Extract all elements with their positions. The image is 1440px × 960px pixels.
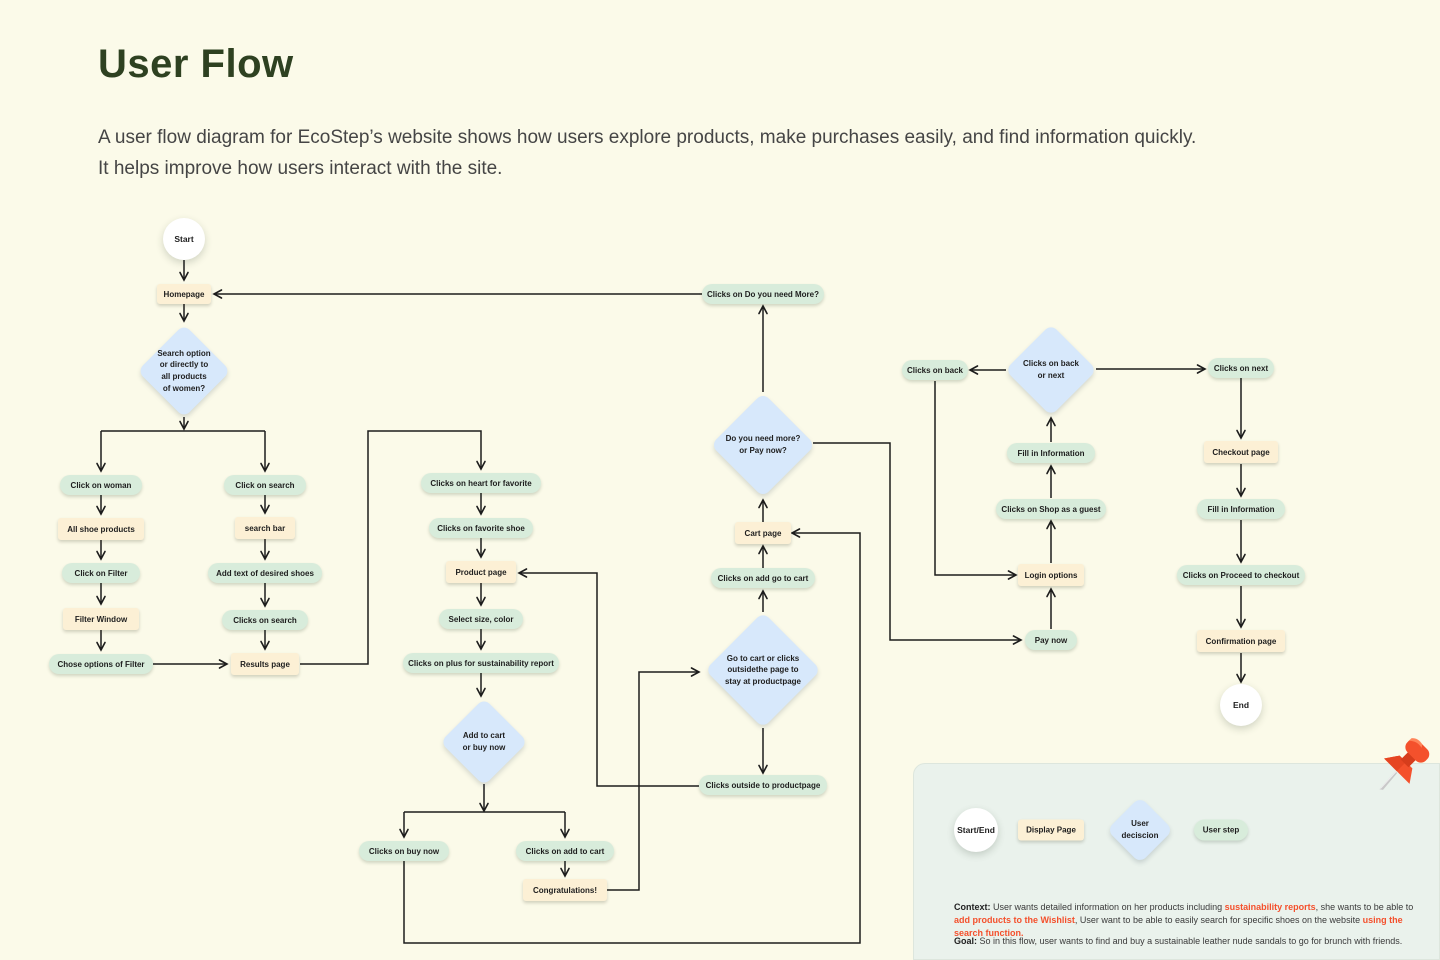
pushpin-icon <box>1379 737 1430 790</box>
note-text: Context: <box>954 902 991 912</box>
page-subtitle: A user flow diagram for EcoStep’s websit… <box>98 122 1196 184</box>
edge-congrats-to-gocart-decision <box>607 667 701 891</box>
edge-results-to-heart <box>300 430 486 665</box>
edge-outside-to-productpage <box>517 568 699 787</box>
edge-needmore-decision-to-paynow <box>813 442 1023 645</box>
highlighted-text: sustainability reports <box>1224 902 1316 912</box>
page-title: User Flow <box>98 42 294 86</box>
legend-panel <box>913 763 1440 960</box>
note-text: , User want to be able to easily search … <box>1074 915 1363 925</box>
goal-note: Goal: So in this flow, user wants to fin… <box>954 935 1416 948</box>
edge-clicksback-to-login <box>934 381 1018 580</box>
page-subtitle-line1: A user flow diagram for EcoStep’s websit… <box>98 127 1197 148</box>
highlighted-text: using the search function. <box>954 915 1403 938</box>
note-text: So in this flow, user wants to find and … <box>977 936 1403 946</box>
note-text: Goal: <box>954 936 978 946</box>
highlighted-text: add products to the Wishlist <box>954 915 1075 925</box>
edge-buynow-to-cartpage <box>403 528 861 944</box>
note-text: User wants detailed information on her p… <box>990 902 1225 912</box>
page-subtitle-line2: It helps improve how users interact with… <box>98 158 503 179</box>
note-text: , she wants to be able to <box>1315 902 1414 912</box>
context-note: Context: User wants detailed information… <box>954 901 1416 940</box>
